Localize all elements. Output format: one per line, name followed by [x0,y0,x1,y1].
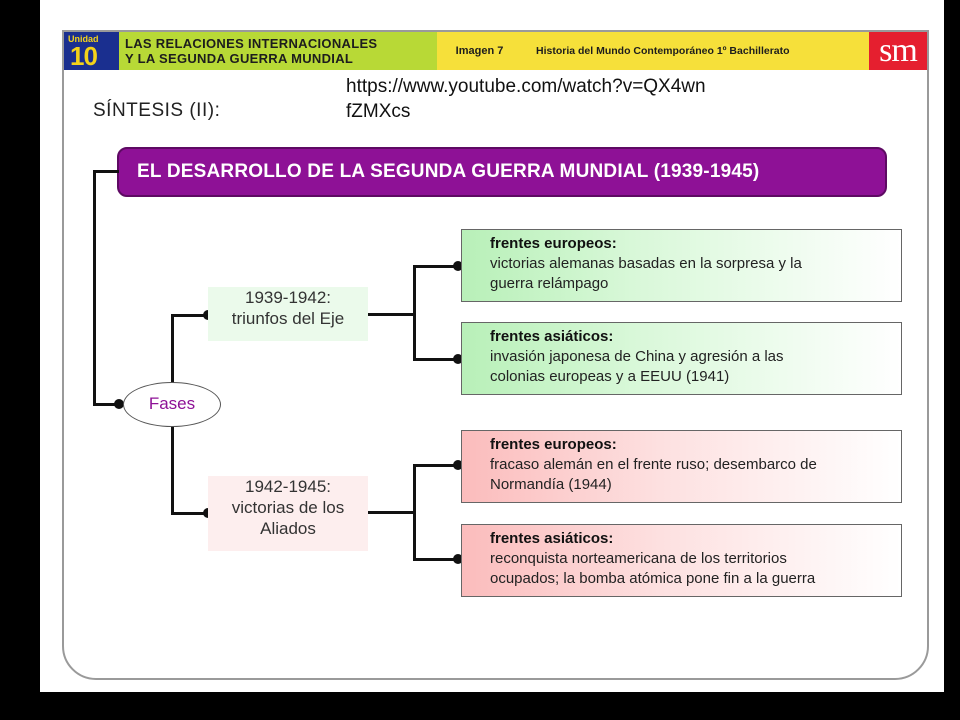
box-title: frentes europeos: [490,235,617,252]
course-label: Historia del Mundo Contemporáneo 1º Bach… [522,32,869,70]
synthesis-heading: SÍNTESIS (II): [93,100,221,121]
connector-phase1-vertical [413,265,416,361]
box-asian-front-2: frentes asiáticos: reconquista norteamer… [461,524,902,597]
unit-badge: Unidad 10 [64,32,119,71]
phase-1939-1942: 1939-1942: triunfos del Eje [208,287,368,341]
video-url-line1: https://www.youtube.com/watch?v=QX4wn [346,76,706,97]
box-text-line: reconquista norteamericana de los territ… [490,550,787,567]
box-title: frentes asiáticos: [490,530,614,547]
connector-root-vertical [93,170,96,406]
phase-1942-1945: 1942-1945: victorias de los Aliados [208,476,368,551]
video-url[interactable]: https://www.youtube.com/watch?v=QX4wn fZ… [346,74,706,124]
box-text-line: victorias alemanas basadas en la sorpres… [490,255,802,272]
fases-node: Fases [123,382,221,427]
connector-box3 [413,464,461,467]
phase2-line3: Aliados [260,519,316,538]
connector-dot-box4 [453,554,463,564]
connector-phase2 [171,512,209,515]
unit-number: 10 [70,41,98,71]
connector-dot-box3 [453,460,463,470]
connector-box4 [413,558,461,561]
unit-title-line2: Y LA SEGUNDA GUERRA MUNDIAL [125,51,354,66]
phase2-line1: 1942-1945: [244,477,332,496]
fases-label: Fases [148,394,196,413]
box-text-line: guerra relámpago [490,275,609,292]
unit-label: Unidad [68,34,99,44]
box-european-front-1: frentes europeos: victorias alemanas bas… [461,229,902,302]
phase1-line1: 1939-1942: [244,288,332,307]
main-title-banner: EL DESARROLLO DE LA SEGUNDA GUERRA MUNDI… [117,147,887,197]
box-asian-front-1: frentes asiáticos: invasión japonesa de … [461,322,902,395]
connector-phase1-out [368,313,415,316]
unit-title: LAS RELACIONES INTERNACIONALES Y LA SEGU… [119,32,437,70]
connector-box1 [413,265,461,268]
connector-root-top [93,170,119,173]
connector-dot-box1 [453,261,463,271]
box-european-front-2: frentes europeos: fracaso alemán en el f… [461,430,902,503]
box-text-line: invasión japonesa de China y agresión a … [490,348,784,365]
sm-logo: sm [869,32,927,70]
connector-phase2-vertical [413,464,416,561]
box-text-line: fracaso alemán en el frente ruso; desemb… [490,456,817,473]
box-text-line: colonias europeas y a EEUU (1941) [490,368,730,385]
connector-dot-fases [114,399,124,409]
image-label: Imagen 7 [437,32,522,70]
main-title-text: EL DESARROLLO DE LA SEGUNDA GUERRA MUNDI… [137,161,760,182]
phase1-line2: triunfos del Eje [231,309,345,328]
video-url-line2: fZMXcs [346,101,411,122]
connector-box2 [413,358,461,361]
connector-phase2-out [368,511,415,514]
connector-phase1 [171,314,209,317]
unit-title-line1: LAS RELACIONES INTERNACIONALES [125,36,378,51]
box-title: frentes europeos: [490,436,617,453]
connector-root-fases [93,403,123,406]
connector-dot-box2 [453,354,463,364]
box-title: frentes asiáticos: [490,328,614,345]
box-text-line: Normandía (1944) [490,476,612,493]
phase2-line2: victorias de los [231,498,345,517]
box-text-line: ocupados; la bomba atómica pone fin a la… [490,570,816,587]
